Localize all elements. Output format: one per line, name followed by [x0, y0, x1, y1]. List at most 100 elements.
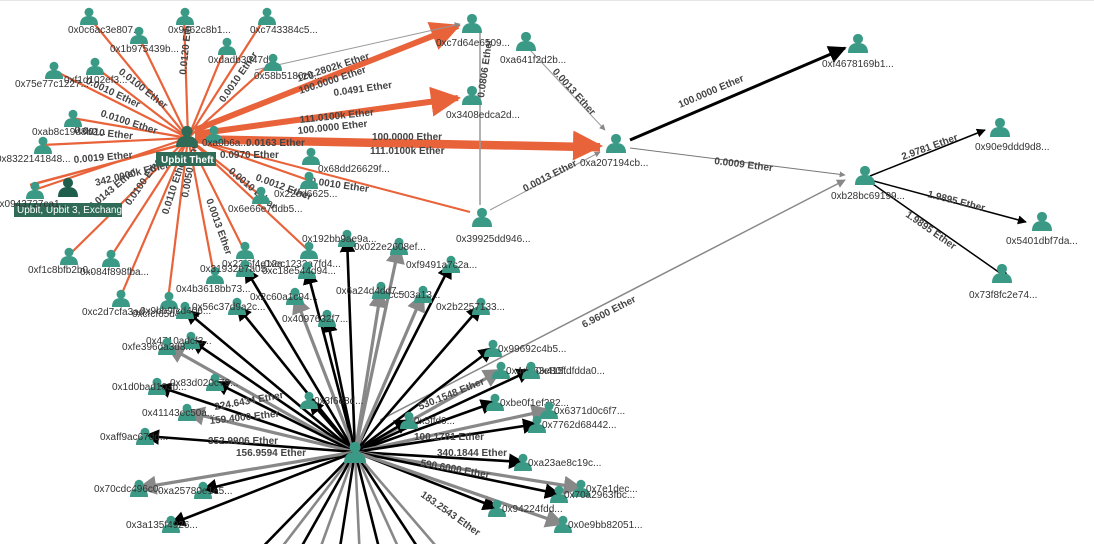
edge-theft-neighbor[interactable]	[33, 136, 189, 192]
edge-hub-3992[interactable]	[194, 139, 471, 213]
edge-cluster-neighbor[interactable]	[185, 406, 356, 454]
graph-node[interactable]: 0xa0b6a...	[202, 125, 249, 149]
edge-cluster-b28b[interactable]	[379, 179, 846, 421]
graph-node[interactable]: 0x99692c4b5...	[484, 339, 566, 357]
edge-cluster-neighbor[interactable]	[165, 344, 356, 454]
edge-cluster-neighbor[interactable]	[354, 418, 411, 454]
exchange-node[interactable]: Upbit, Upbit 3, Exchange	[14, 177, 128, 217]
edge-cluster-offscreen[interactable]	[294, 451, 357, 544]
edge-cluster-neighbor[interactable]	[354, 418, 539, 454]
edge-cluster-neighbor[interactable]	[354, 450, 525, 469]
graph-node[interactable]: 0x22f6f4e12a...	[222, 241, 291, 270]
edge-cluster-offscreen[interactable]	[353, 451, 361, 544]
graph-node[interactable]: 0x0e9bb82051...	[554, 515, 643, 533]
graph-node[interactable]: 0x22ed6625...	[274, 171, 337, 200]
graph-node[interactable]: 0x1d0bad103b...	[112, 377, 187, 395]
hub-node[interactable]: Upbit Theft	[156, 125, 216, 166]
graph-node[interactable]: 0x192bb9ae9a...	[302, 229, 377, 247]
edge-hub-3408[interactable]	[194, 86, 461, 137]
edge-theft-neighbor[interactable]	[41, 136, 189, 147]
graph-node[interactable]: 0x90e9ddd9d8...	[975, 117, 1050, 153]
graph-node[interactable]: 0xf1d102ef3...	[64, 57, 127, 86]
edge-theft-neighbor[interactable]	[71, 116, 189, 140]
graph-node[interactable]: 0x1b975439b...	[110, 26, 179, 55]
graph-node[interactable]: 0x7e1dec...	[572, 479, 638, 497]
graph-node[interactable]: 0x83d020c79...	[170, 373, 238, 391]
graph-node[interactable]: 0xf9491a7c2a...	[406, 255, 477, 273]
graph-node[interactable]: 0xa641f2d2b...	[500, 31, 566, 66]
graph-node[interactable]: 0x3408edca2d...	[446, 85, 520, 121]
graph-node[interactable]: 0x70cdc496c0...	[94, 479, 167, 497]
graph-node[interactable]: 0x8322141848...	[0, 136, 71, 165]
edge-theft-neighbor[interactable]	[187, 15, 267, 139]
edge-cluster-offscreen[interactable]	[250, 451, 356, 544]
edge-cluster-offscreen[interactable]	[316, 451, 357, 544]
edge-cluster-neighbor[interactable]	[354, 368, 533, 454]
graph-node[interactable]: 0xbe0f1ef382...	[486, 393, 569, 411]
edge-cluster-neighbor[interactable]	[354, 450, 561, 499]
graph-node[interactable]: 0xc18e544d94...	[262, 261, 336, 279]
edge-cluster-offscreen[interactable]	[353, 451, 382, 544]
graph-node[interactable]: 0x75e77c1227...	[15, 61, 89, 90]
graph-node[interactable]: 0x3a135f4926...	[126, 515, 198, 533]
edge-theft-neighbor[interactable]	[93, 65, 189, 139]
graph-node[interactable]: 0x9462c8b1...	[168, 7, 231, 36]
edge-a641-a207[interactable]	[529, 49, 606, 131]
graph-node[interactable]: 0x3f6e8d...	[300, 391, 363, 409]
edge-theft-neighbor[interactable]	[137, 34, 189, 139]
graph-node[interactable]: 0x7762d68442...	[528, 415, 617, 433]
edge-b28b-73f8[interactable]	[869, 181, 1011, 281]
edge-cluster-neighbor[interactable]	[354, 304, 483, 453]
edge-cluster-offscreen[interactable]	[353, 451, 404, 544]
graph-node[interactable]: 0x2b2257133...	[436, 297, 505, 315]
graph-node[interactable]: 0x6371d0c6f7...	[540, 401, 625, 419]
edge-theft-neighbor[interactable]	[187, 137, 261, 196]
edge-theft-neighbor[interactable]	[52, 69, 189, 139]
edge-a207-f467[interactable]	[629, 46, 847, 142]
graph-node[interactable]: 0x70a2963fbc...	[550, 485, 635, 503]
edge-theft-neighbor[interactable]	[182, 15, 190, 139]
edge-cluster-neighbor[interactable]	[354, 404, 551, 454]
edge-cluster-neighbor[interactable]	[155, 383, 356, 454]
graph-node[interactable]: 0x5ffd0...	[400, 411, 455, 429]
edge-cluster-neighbor[interactable]	[292, 294, 357, 453]
edge-hub-c7d6[interactable]	[193, 21, 461, 133]
edge-cluster-neighbor[interactable]	[354, 450, 565, 528]
edge-cluster-neighbor[interactable]	[213, 380, 356, 454]
graph-node[interactable]: 0x0943727ca1...	[0, 181, 68, 210]
graph-node[interactable]: 0xec1232a7fd4...	[264, 241, 341, 270]
edge-theft-neighbor[interactable]	[186, 45, 228, 139]
graph-node[interactable]: 0xf4678169b1...	[822, 33, 894, 70]
edge-cluster-neighbor[interactable]	[354, 346, 495, 454]
edge-cluster-neighbor[interactable]	[189, 338, 356, 454]
graph-node[interactable]: 0xa25780e1e5...	[158, 481, 233, 499]
graph-node[interactable]: 0xc743384c5...	[250, 7, 318, 36]
edge-gray-1[interactable]	[254, 22, 461, 71]
edge-cluster-offscreen[interactable]	[354, 451, 448, 544]
graph-node[interactable]: 0x73f8fc2e74...	[969, 263, 1037, 301]
graph-node[interactable]: 0x4097632f7...	[282, 309, 348, 327]
edge-theft-neighbor[interactable]	[187, 61, 273, 139]
edge-cluster-neighbor[interactable]	[235, 304, 357, 453]
graph-node[interactable]: 0x58b5186c6...	[254, 53, 322, 82]
graph-node[interactable]: 0x94224fdd...	[488, 499, 563, 517]
graph-node[interactable]: 0x2c60a1c94...	[250, 287, 318, 305]
edge-hub-a207-b[interactable]	[194, 140, 601, 152]
graph-node[interactable]: 0x41143ec50a...	[142, 403, 215, 421]
edge-cluster-neighbor[interactable]	[137, 450, 356, 495]
graph-node[interactable]: 0xcc503a13...	[378, 285, 440, 303]
graph-node[interactable]: 0xa23ae8c19c...	[514, 453, 601, 471]
edge-b28b-90e9[interactable]	[869, 128, 986, 177]
edge-a207-b28b[interactable]	[629, 147, 846, 178]
graph-node[interactable]: 0x4d663e80f...	[492, 361, 572, 379]
edge-cluster-offscreen[interactable]	[353, 451, 426, 544]
graph-node[interactable]: 0xf1c8bfb2b0...	[28, 247, 96, 276]
edge-cluster-neighbor[interactable]	[353, 288, 388, 453]
edge-cluster-neighbor[interactable]	[243, 266, 357, 453]
graph-node[interactable]: 0x31932e7a05...	[200, 259, 275, 277]
graph-node[interactable]: 0xb28bc69199...	[831, 165, 905, 202]
edge-cluster-neighbor[interactable]	[354, 399, 497, 454]
graph-node[interactable]: 0xab8c19d8b2...	[32, 109, 106, 138]
edge-theft-neighbor[interactable]	[187, 136, 309, 182]
graph-node[interactable]: 0xaff9ac67dd...	[100, 427, 168, 445]
